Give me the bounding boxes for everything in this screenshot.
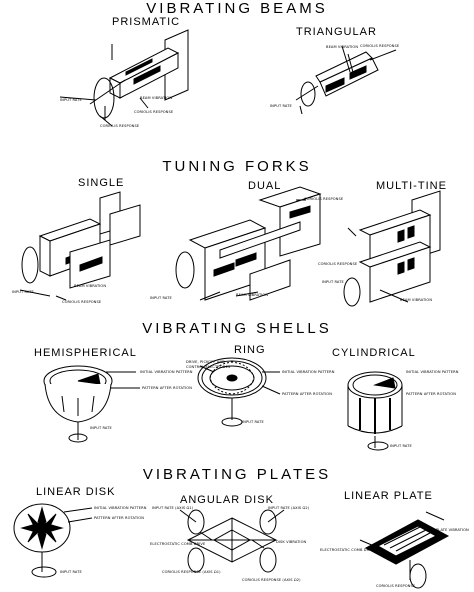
caption-triangular-beam-vibration: BEAM VIBRATION [326,45,359,49]
caption-hemi-input-rate: INPUT RATE [90,426,112,430]
caption-angular-disk-vibration: DISK VIBRATION [276,540,307,544]
caption-cyl-input-rate: INPUT RATE [390,444,412,448]
ring-shell-illustration [197,357,281,427]
caption-cyl-initial-pattern: INITIAL VIBRATION PATTERN [406,370,459,374]
caption-single-input-rate: INPUT RATE [12,290,34,294]
caption-disk-input-rate: INPUT RATE [60,570,82,574]
cylindrical-shell-illustration [347,371,403,451]
caption-angular-coriolis-1: CORIOLIS RESPONSE (AXIS Ω1) [162,570,221,574]
label-linear-disk: LINEAR DISK [36,486,116,498]
caption-ring-input-rate: INPUT RATE [242,420,264,424]
caption-triangular-coriolis: CORIOLIS RESPONSE [360,44,400,48]
tuning-fork-multi-tine-illustration [343,190,441,307]
label-angular-disk: ANGULAR DISK [180,494,274,506]
caption-angular-input-rate-2: INPUT RATE (AXIS Ω2) [268,506,310,510]
caption-ring-initial-pattern: INITIAL VIBRATION PATTERN [282,370,335,374]
caption-plate-vibration: PLATE VIBRATION [436,528,469,532]
caption-prismatic-coriolis: CORIOLIS RESPONSE [134,110,174,114]
caption-single-beam-vibration: BEAM VIBRATION [74,284,107,288]
caption-ring-after-rotation: PATTERN AFTER ROTATION [282,392,333,396]
label-prismatic: PRISMATIC [112,16,181,28]
caption-dual-input-rate: INPUT RATE [150,296,172,300]
label-cylindrical: CYLINDRICAL [332,347,416,359]
triangular-beam-illustration [295,45,397,115]
label-linear-plate: LINEAR PLATE [344,490,433,502]
section-title-vibrating-plates: VIBRATING PLATES [142,466,332,483]
caption-ring-drive-pickoff: DRIVE, PICKOFF AND [186,360,226,364]
label-multi-tine: MULTI-TINE [376,180,447,192]
caption-hemi-initial-pattern: INITIAL VIBRATION PATTERN [140,370,193,374]
caption-plate-coriolis: CORIOLIS RESPONSE [376,584,416,588]
caption-plate-comb-drive: ELECTROSTATIC COMB DRIVE [320,548,376,552]
caption-angular-comb-drive: ELECTROSTATIC COMB DRIVE [150,542,206,546]
caption-hemi-after-rotation: PATTERN AFTER ROTATION [142,386,193,390]
caption-disk-initial-pattern: INITIAL VIBRATION PATTERN [94,506,147,510]
caption-angular-input-rate-1: INPUT RATE (AXIS Ω1) [152,506,194,510]
caption-multi-beam-vibration: BEAM VIBRATION [400,298,433,302]
caption-multi-coriolis: CORIOLIS RESPONSE [318,262,358,266]
caption-dual-beam-vibration: BEAM VIBRATION [236,293,269,297]
prismatic-beam-illustration [59,29,189,127]
label-hemispherical: HEMISPHERICAL [34,347,137,359]
section-title-tuning-forks: TUNING FORKS [162,158,312,175]
caption-disk-after-rotation: PATTERN AFTER ROTATION [94,516,145,520]
caption-angular-coriolis-2: CORIOLIS RESPONSE (AXIS Ω2) [242,578,301,582]
label-ring: RING [234,344,266,356]
label-dual: DUAL [248,180,282,192]
caption-ring-control-electrodes: CONTROL ELECTRODES [186,365,231,369]
linear-disk-illustration [13,503,93,578]
caption-prismatic-beam-vibration: BEAM VIBRATION [140,96,173,100]
caption-prismatic-coriolis-lower: CORIOLIS RESPONSE [100,124,140,128]
caption-cyl-after-rotation: PATTERN AFTER ROTATION [406,392,457,396]
section-title-vibrating-shells: VIBRATING SHELLS [142,320,332,337]
hemispherical-shell-illustration [43,365,140,443]
label-triangular: TRIANGULAR [296,26,377,38]
tuning-fork-single-illustration [19,191,141,301]
angular-disk-illustration [179,509,285,573]
caption-single-coriolis: CORIOLIS RESPONSE [62,300,102,304]
caption-triangular-input-rate: INPUT RATE [270,104,292,108]
caption-prismatic-input-rate: INPUT RATE [60,98,82,102]
caption-dual-coriolis: CORIOLIS RESPONSE [304,197,344,201]
caption-multi-input-rate: INPUT RATE [322,280,344,284]
section-title-vibrating-beams: VIBRATING BEAMS [146,0,328,17]
tuning-fork-dual-illustration [175,186,322,301]
label-single: SINGLE [78,177,125,189]
linear-plate-illustration [359,511,450,589]
